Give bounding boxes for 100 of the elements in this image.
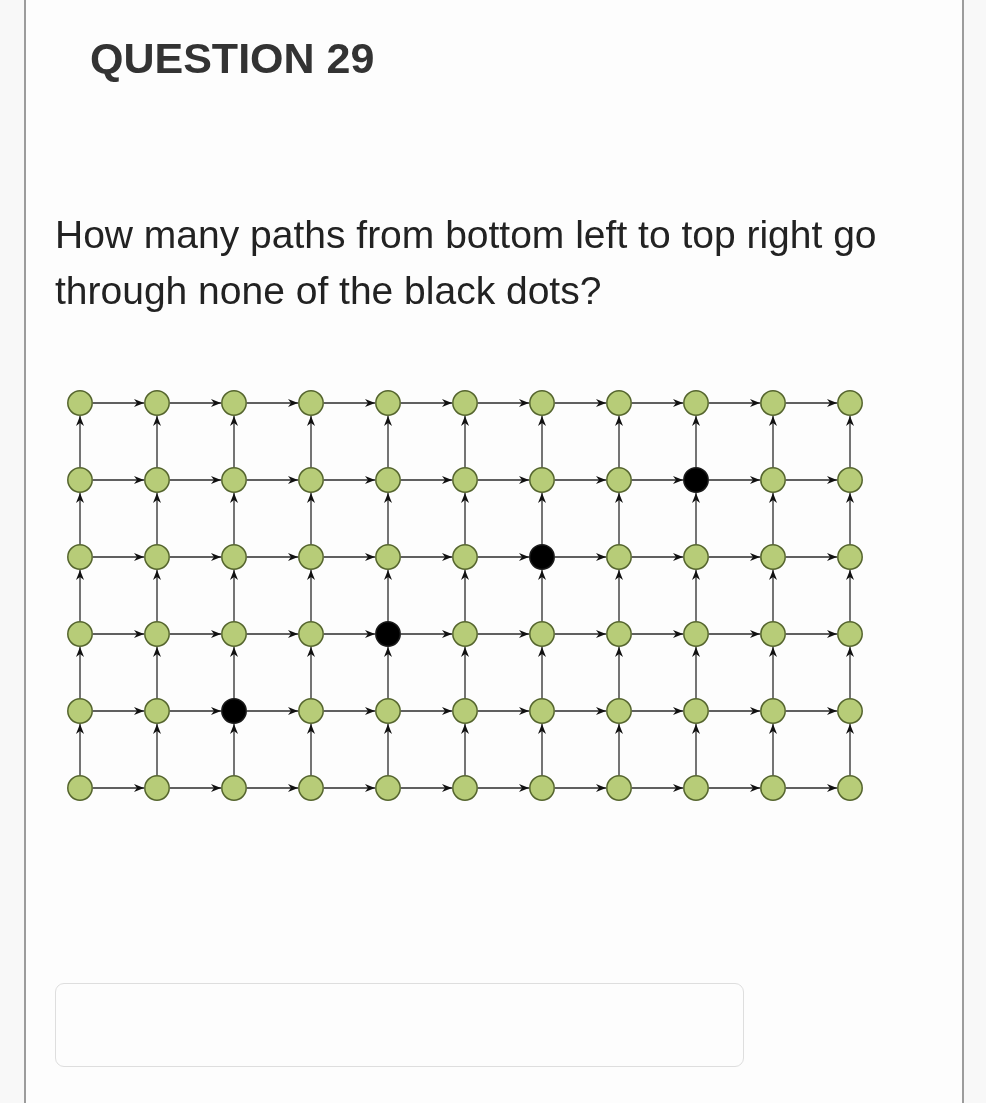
arrow <box>538 415 546 468</box>
arrow <box>769 723 777 776</box>
arrow <box>846 415 854 468</box>
arrow <box>708 707 761 715</box>
dot-node <box>375 621 401 647</box>
circle-node <box>760 698 786 724</box>
arrow <box>323 553 376 561</box>
circle-node <box>221 621 247 647</box>
circle-node <box>298 698 324 724</box>
arrow <box>785 476 838 484</box>
circle-node <box>837 544 863 570</box>
arrow <box>692 646 700 699</box>
circle-node <box>452 544 478 570</box>
circle-node <box>529 467 555 493</box>
arrow <box>461 569 469 622</box>
arrow <box>769 492 777 545</box>
circle-node <box>375 390 401 416</box>
arrow <box>461 492 469 545</box>
arrow <box>846 492 854 545</box>
arrow <box>554 630 607 638</box>
arrow <box>631 630 684 638</box>
arrow <box>307 646 315 699</box>
arrow <box>708 399 761 407</box>
arrow <box>400 707 453 715</box>
arrow <box>477 707 530 715</box>
arrow <box>76 415 84 468</box>
arrow <box>631 553 684 561</box>
arrow <box>846 569 854 622</box>
circle-node <box>760 621 786 647</box>
arrow <box>246 476 299 484</box>
circle-node <box>837 698 863 724</box>
arrow <box>769 415 777 468</box>
arrow <box>769 569 777 622</box>
question-text: How many paths from bottom left to top right go through none of the black dots? <box>55 212 878 314</box>
arrow <box>153 569 161 622</box>
circle-node <box>144 390 170 416</box>
arrow <box>323 707 376 715</box>
arrow <box>76 492 84 545</box>
arrow <box>708 784 761 792</box>
arrow <box>785 630 838 638</box>
circle-node <box>606 698 632 724</box>
circle-node <box>144 698 170 724</box>
arrow <box>538 492 546 545</box>
arrow <box>769 646 777 699</box>
circle-node <box>529 698 555 724</box>
dot-node <box>683 467 709 493</box>
arrow <box>230 492 238 545</box>
arrow <box>246 784 299 792</box>
arrow <box>323 784 376 792</box>
arrow <box>554 476 607 484</box>
arrow <box>92 476 145 484</box>
arrow <box>631 707 684 715</box>
arrow <box>384 415 392 468</box>
circle-node <box>606 544 632 570</box>
circle-node <box>452 775 478 801</box>
circle-node <box>375 775 401 801</box>
arrow <box>307 492 315 545</box>
circle-node <box>837 621 863 647</box>
arrow <box>384 646 392 699</box>
arrow <box>554 784 607 792</box>
arrow <box>846 723 854 776</box>
arrow <box>76 723 84 776</box>
arrow <box>785 707 838 715</box>
arrow <box>615 569 623 622</box>
arrow <box>246 707 299 715</box>
circle-node <box>606 390 632 416</box>
arrow <box>76 569 84 622</box>
dot-node <box>529 544 555 570</box>
arrow <box>323 476 376 484</box>
circle-node <box>298 621 324 647</box>
arrow <box>708 630 761 638</box>
arrow <box>230 415 238 468</box>
arrow <box>323 630 376 638</box>
arrow <box>92 784 145 792</box>
circle-node <box>298 390 324 416</box>
arrow <box>153 492 161 545</box>
arrow <box>307 723 315 776</box>
arrow <box>169 707 222 715</box>
arrow <box>246 399 299 407</box>
arrow <box>554 399 607 407</box>
dot-node <box>221 698 247 724</box>
arrow <box>461 415 469 468</box>
circle-node <box>760 544 786 570</box>
circle-node <box>760 390 786 416</box>
arrow <box>615 646 623 699</box>
arrow <box>76 646 84 699</box>
arrow <box>384 723 392 776</box>
arrow <box>477 476 530 484</box>
arrow <box>615 415 623 468</box>
arrow <box>307 415 315 468</box>
circle-node <box>683 698 709 724</box>
circle-node <box>529 390 555 416</box>
arrow <box>477 784 530 792</box>
arrow <box>153 646 161 699</box>
arrow <box>230 723 238 776</box>
arrow <box>400 630 453 638</box>
circle-node <box>683 544 709 570</box>
circle-node <box>67 467 93 493</box>
arrow <box>246 630 299 638</box>
circle-node <box>837 390 863 416</box>
